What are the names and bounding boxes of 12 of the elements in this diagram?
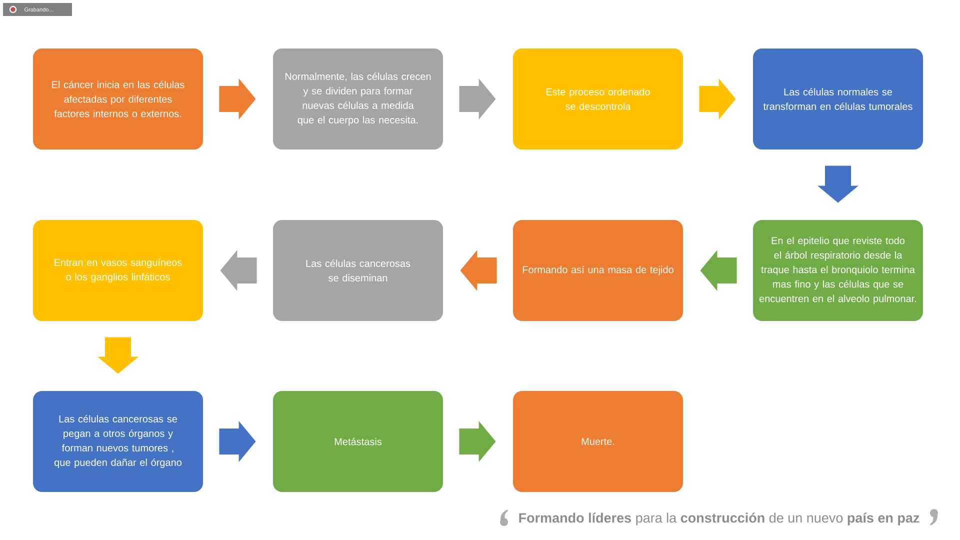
process-box: Las células normales se transforman en células tumorales — [753, 48, 923, 150]
process-box: Muerte. — [513, 391, 683, 492]
process-box: Normalmente, las células crecen y se dividen para formar nuevas células a medida que el cuerpo las necesita. — [273, 48, 443, 150]
process-box: Entran en vasos sanguíneos o los ganglios linfáticos — [33, 220, 204, 321]
process-box: Formando así una masa de tejido — [513, 220, 683, 321]
process-box: Las células cancerosas se pegan a otros órganos y forman nuevos tumores , que pueden dañar el órgano — [33, 391, 204, 492]
process-box: En el epitelio que reviste todo el árbol respiratorio desde la traque hasta el bronquiolo termina mas fino y las células que se encuentren en el alveolo pulmonar. — [753, 220, 923, 321]
slogan-text: Formando líderes para la construcción de un nuevo país en paz — [519, 512, 920, 526]
process-box: El cáncer inicia en las células afectadas por diferentes factores internos o externos. — [33, 48, 204, 150]
process-box: Este proceso ordenado se descontrola — [513, 48, 683, 150]
process-box: Las células cancerosas se diseminan — [273, 220, 443, 321]
process-box: Metástasis — [273, 391, 443, 492]
